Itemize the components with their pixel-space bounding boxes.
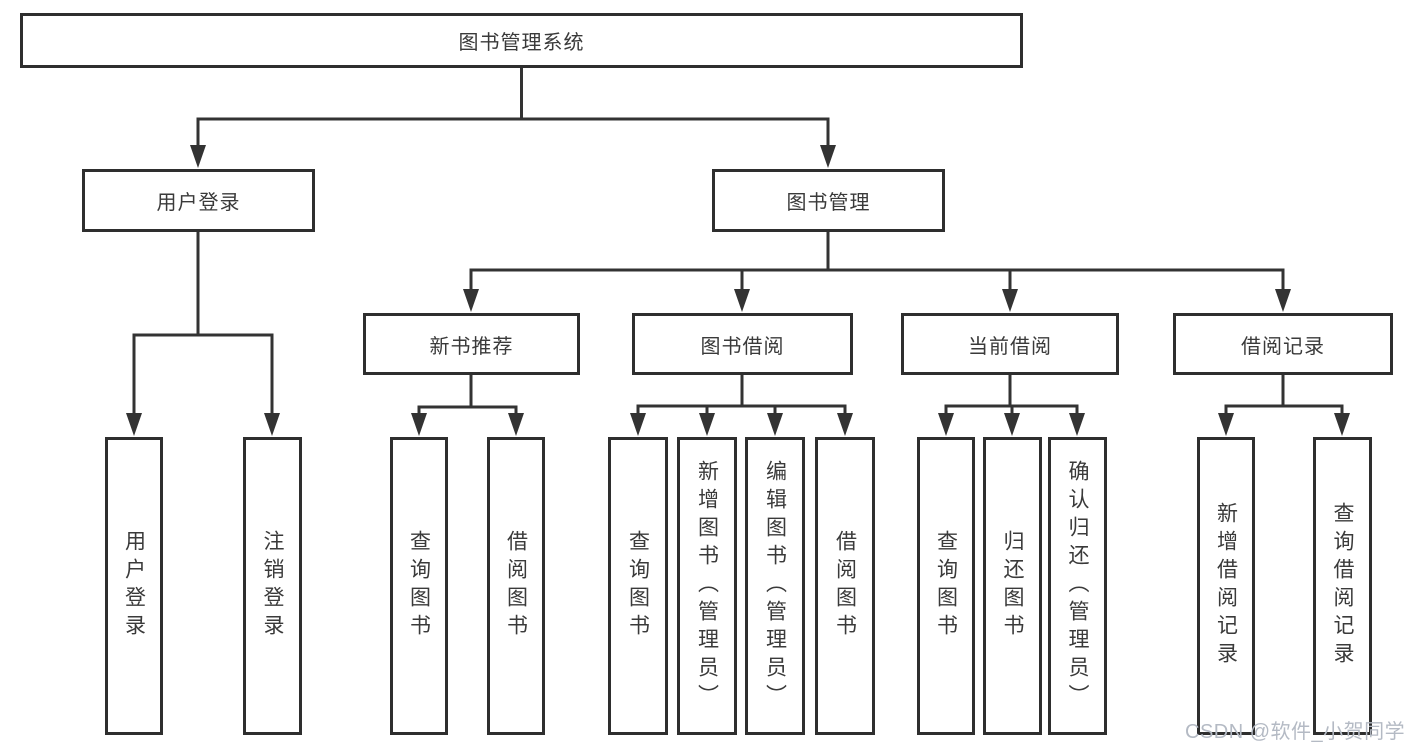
node-label: 用户登录 (156, 192, 241, 214)
leaf-return-books: 归还图书 (983, 437, 1042, 735)
leaf-borrow-books-2: 借阅图书 (815, 437, 875, 735)
csdn-watermark: CSDN @软件_小贺同学 (1185, 721, 1405, 743)
node-label: 新增图书（管理员） (695, 460, 719, 712)
node-borrow-records: 借阅记录 (1173, 313, 1393, 375)
node-root-library-system: 图书管理系统 (20, 13, 1023, 68)
leaf-query-books-3: 查询图书 (917, 437, 975, 735)
node-label: 查询图书 (407, 530, 431, 642)
node-label: 新增借阅记录 (1214, 502, 1238, 670)
node-label: 借阅图书 (504, 530, 528, 642)
node-label: 确认归还（管理员） (1066, 460, 1089, 712)
leaf-query-books-1: 查询图书 (390, 437, 448, 735)
node-new-book-recommend: 新书推荐 (363, 313, 580, 375)
node-label: 查询图书 (934, 530, 958, 642)
node-label: 用户登录 (122, 530, 146, 642)
node-label: 查询借阅记录 (1331, 502, 1354, 670)
leaf-user-login: 用户登录 (105, 437, 163, 735)
node-label: 图书管理 (786, 192, 871, 214)
node-label: 当前借阅 (968, 335, 1052, 358)
node-label: 归还图书 (1001, 530, 1024, 642)
node-label: 图书借阅 (700, 335, 785, 358)
node-book-management: 图书管理 (712, 169, 945, 232)
node-user-login: 用户登录 (82, 169, 315, 232)
leaf-add-borrow-record: 新增借阅记录 (1197, 437, 1255, 735)
leaf-confirm-return-admin: 确认归还（管理员） (1048, 437, 1107, 735)
node-label: 编辑图书（管理员） (763, 460, 787, 712)
leaf-logout: 注销登录 (243, 437, 302, 735)
node-book-borrow: 图书借阅 (632, 313, 853, 375)
node-label: 借阅图书 (833, 530, 857, 642)
node-label: 借阅记录 (1241, 335, 1325, 358)
leaf-borrow-books-1: 借阅图书 (487, 437, 545, 735)
node-label: 图书管理系统 (458, 32, 585, 54)
leaf-add-books-admin: 新增图书（管理员） (677, 437, 737, 735)
node-current-borrow: 当前借阅 (901, 313, 1119, 375)
leaf-query-books-2: 查询图书 (608, 437, 668, 735)
node-label: 注销登录 (261, 530, 284, 642)
leaf-query-borrow-record: 查询借阅记录 (1313, 437, 1372, 735)
node-label: 查询图书 (626, 530, 650, 642)
node-label: 新书推荐 (429, 335, 514, 358)
leaf-edit-books-admin: 编辑图书（管理员） (745, 437, 805, 735)
